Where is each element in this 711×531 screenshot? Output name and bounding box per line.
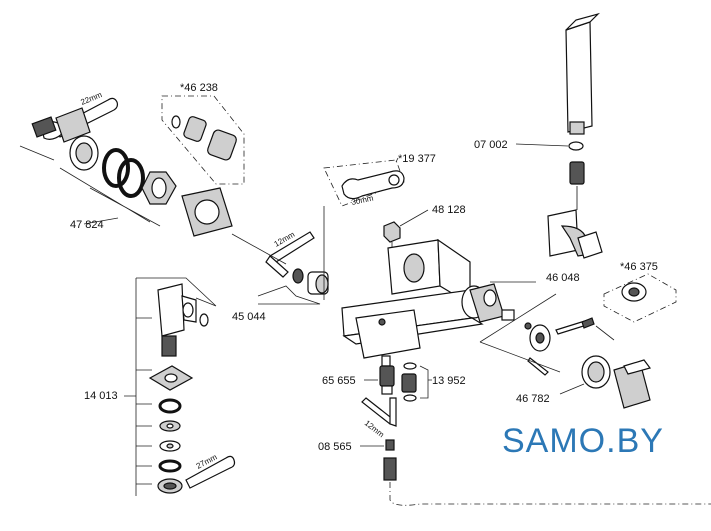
- diverter-65655: [364, 355, 395, 395]
- hand-shower: [565, 12, 601, 135]
- wrench-27mm-icon: 27mm: [185, 452, 236, 489]
- part-label-65655: 65 655: [322, 375, 356, 387]
- hex-key-12mm-bottom-icon: 12mm: [361, 397, 397, 439]
- seal-13952: [401, 362, 432, 402]
- part-label-19377: *19 377: [398, 153, 436, 165]
- wall-union-14013: [124, 277, 217, 496]
- part-label-46048: 46 048: [546, 272, 580, 284]
- plug-48128: [383, 209, 429, 248]
- shower-hose-icon: [569, 161, 585, 210]
- part-label-08565: 08 565: [318, 441, 352, 453]
- part-label-46375: *46 375: [620, 261, 658, 273]
- hex-key-12mm-icon: 12mm: [265, 230, 315, 278]
- kit-46375: [603, 273, 677, 323]
- hex-key-bottom-size-label: 12mm: [363, 418, 386, 439]
- kit-46238: [161, 95, 245, 185]
- part-label-48128: 48 128: [432, 204, 466, 216]
- part-label-14013: 14 013: [84, 390, 118, 402]
- mixer-body: [341, 238, 487, 359]
- part-label-47824: 47 824: [70, 219, 104, 231]
- screw-08565: [360, 439, 711, 506]
- shower-holder: [547, 209, 603, 259]
- part-label-07002: 07 002: [474, 139, 508, 151]
- adapter-45044: [231, 233, 329, 305]
- cartridge-46048: [469, 281, 615, 376]
- watermark-brand-text: SAMO.BY: [502, 422, 664, 460]
- wall-connector-group: [19, 107, 233, 237]
- part-label-45044: 45 044: [232, 311, 266, 323]
- part-label-46782: 46 782: [516, 393, 550, 405]
- part-label-13952: 13 952: [432, 375, 466, 387]
- washer-07002: [515, 141, 584, 151]
- handle-46782: [559, 355, 652, 409]
- part-label-46238: *46 238: [180, 82, 218, 94]
- spanner-19377: 30mm: [323, 157, 405, 300]
